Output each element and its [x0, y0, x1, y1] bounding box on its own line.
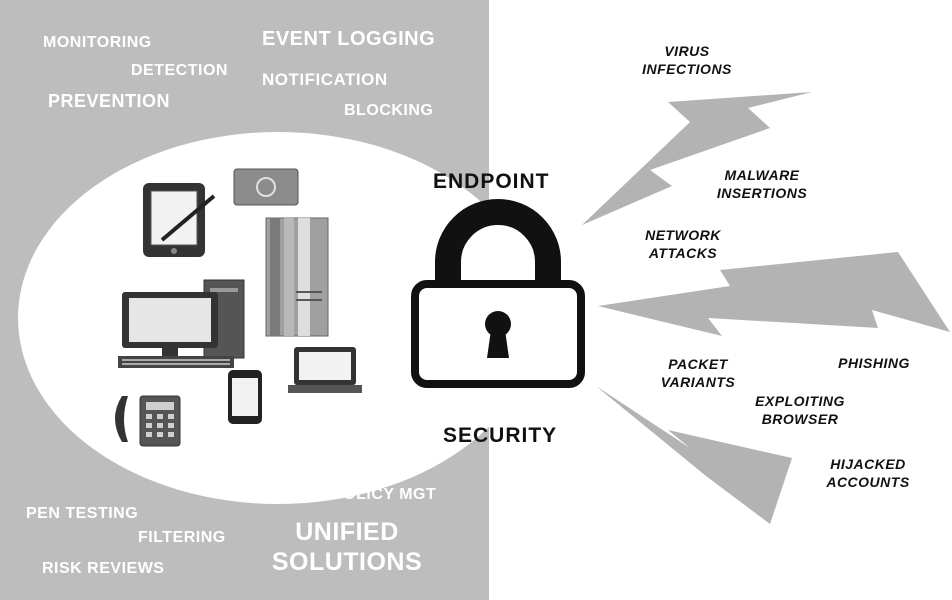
laptop-icon	[288, 347, 362, 393]
capability-label: NOTIFICATION	[262, 70, 388, 89]
capability-label: RISK REVIEWS	[42, 560, 165, 577]
threat-label: MALWARE INSERTIONS	[716, 167, 808, 201]
lightning-bolt-bottom	[596, 386, 792, 524]
title-endpoint: ENDPOINT	[433, 170, 550, 193]
capability-label: MONITORING	[43, 34, 152, 51]
threat-label: PHISHING	[838, 355, 910, 371]
threat-label: HIJACKED ACCOUNTS	[826, 456, 910, 490]
capability-label: PEN TESTING	[26, 505, 139, 522]
capability-label: EVENT LOGGING	[262, 28, 436, 50]
capability-label: FILTERING	[138, 529, 226, 546]
webcam-icon	[233, 168, 299, 206]
capability-label-emphasis: UNIFIED SOLUTIONS	[271, 518, 423, 576]
lightning-bolt-top	[582, 92, 812, 225]
capability-label: PREVENTION	[48, 91, 171, 111]
lightning-bolt-middle	[598, 252, 950, 336]
threat-label: EXPLOITING BROWSER	[755, 393, 845, 427]
smartphone-icon	[228, 370, 262, 424]
threat-label: NETWORK ATTACKS	[645, 227, 721, 261]
threat-label: VIRUS INFECTIONS	[642, 43, 732, 77]
desk-phone-icon	[115, 395, 181, 447]
title-security: SECURITY	[443, 424, 558, 447]
threat-label: PACKET VARIANTS	[660, 356, 736, 390]
tablet-icon	[143, 183, 216, 257]
capability-label: POLICY MGT	[332, 486, 437, 503]
desktop-computer-icon	[118, 279, 245, 368]
server-tower-icon	[265, 217, 329, 337]
capability-label: DETECTION	[131, 62, 228, 79]
capability-label: BLOCKING	[344, 102, 434, 119]
